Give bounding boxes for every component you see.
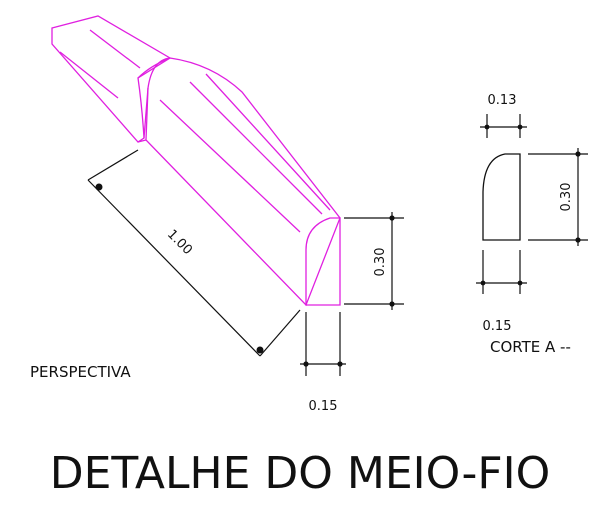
section-caption: CORTE A -- — [490, 338, 571, 356]
width-dimension: 0.15 — [300, 312, 346, 414]
section-height-dimension: 0.30 — [528, 148, 588, 246]
section-bottom-width-dimension: 0.15 — [476, 250, 527, 334]
section-height-label: 0.30 — [559, 183, 574, 212]
width-label: 0.15 — [309, 399, 338, 414]
section-top-width-label: 0.13 — [488, 93, 517, 108]
height-dimension: 0.30 — [344, 212, 404, 310]
perspective-caption: PERSPECTIVA — [30, 363, 131, 381]
section-top-width-dimension: 0.13 — [480, 93, 527, 138]
length-dimension: 1.00 — [87, 149, 301, 357]
curb-end-face — [305, 217, 341, 306]
curb-main-block — [145, 57, 341, 307]
curb-left-block — [51, 15, 172, 143]
drawing-title: DETALHE DO MEIO-FIO — [50, 448, 551, 499]
section-bottom-width-label: 0.15 — [483, 319, 512, 334]
perspective-view: 1.00 0.30 0.15 PERSPECTIVA — [30, 15, 404, 414]
section-profile — [482, 153, 521, 241]
height-label: 0.30 — [373, 248, 388, 277]
length-label: 1.00 — [164, 227, 195, 258]
cross-section-view: 0.13 0.30 0.15 CORTE A -- — [476, 93, 588, 356]
